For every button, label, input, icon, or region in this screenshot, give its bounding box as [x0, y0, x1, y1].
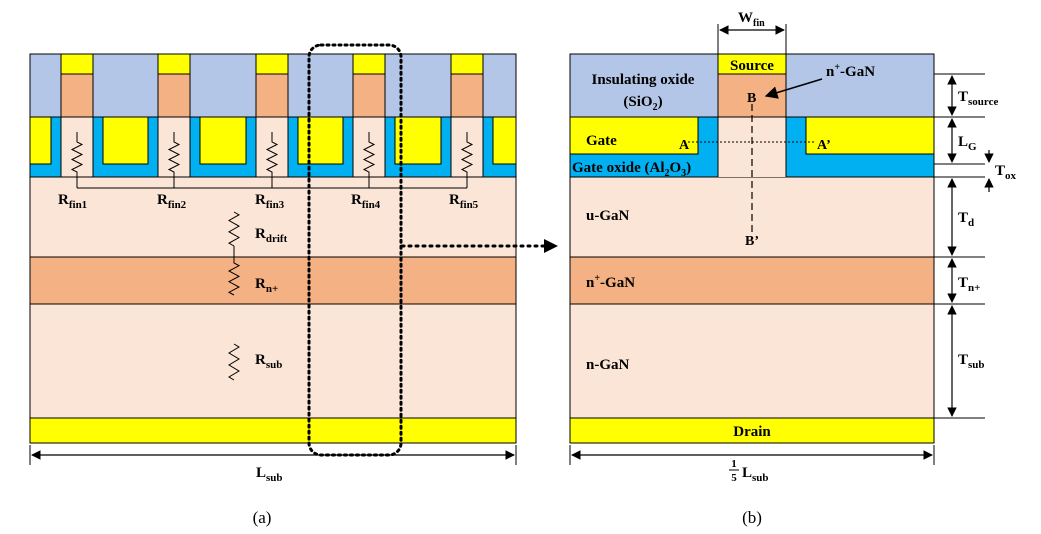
panel-a-oxide-block-1 — [29, 53, 62, 118]
panel-a-n-plus-gan-layer — [29, 256, 517, 305]
panel-a-drift-u-gan — [29, 176, 517, 258]
panel-a-fin-n-plus-2 — [157, 73, 191, 118]
panel-a-source-metal-4 — [352, 53, 386, 75]
fraction-denominator: 5 — [731, 472, 737, 484]
panel-a-gate-metal-5 — [394, 116, 442, 165]
panel-a-gate-metal-2 — [102, 116, 149, 165]
panel-b: Source Drain Gate Insulating oxide (SiO2… — [569, 10, 1017, 527]
fin-resistor-2 — [167, 132, 181, 188]
fin-resistor-4 — [362, 132, 376, 188]
panel-a-gate-metal-1 — [29, 116, 52, 165]
panel-a-layers — [29, 176, 517, 444]
point-a-label: A — [679, 138, 690, 153]
panel-b-gate-left — [569, 116, 699, 155]
quarter-l-sub-label: Lsub — [742, 465, 769, 484]
panel-a-fin-n-plus-5 — [450, 73, 484, 118]
panel-b-caption: (b) — [742, 508, 762, 527]
n-plus-resistor — [227, 246, 241, 296]
insulating-oxide-label-line2: (SiO2) — [623, 94, 662, 113]
r-n-plus-label: Rn+ — [255, 276, 278, 295]
drain-label: Drain — [733, 424, 771, 440]
panel-a-substrate-n-gan — [29, 303, 517, 419]
point-a-prime-label: A’ — [817, 138, 831, 153]
w-fin-label: Wfin — [738, 10, 765, 29]
n-plus-gan-callout-arrow — [764, 78, 823, 99]
panel-a-source-metal-1 — [60, 53, 94, 75]
panel-a-oxide-block-6 — [482, 53, 517, 118]
l-sub-label: Lsub — [256, 465, 283, 484]
panel-a-fin-n-plus-3 — [255, 73, 289, 118]
source-label: Source — [730, 58, 774, 74]
panel-a-source-metal-3 — [255, 53, 289, 75]
panel-b-drain-metal — [569, 417, 935, 444]
panel-a-source-metal-2 — [157, 53, 191, 75]
r-fin2-label: Rfin2 — [157, 192, 187, 211]
n-plus-gan-label: n+-GaN — [586, 273, 635, 291]
gate-oxide-label: Gate oxide (Al2O3) — [572, 160, 691, 179]
panel-a-oxide-block-5 — [384, 53, 452, 118]
panel-b-n-gan-substrate — [569, 303, 935, 419]
panel-b-oxide-left — [569, 53, 719, 118]
panel-a: Rfin1 Rfin2 Rfin3 Rfin4 Rfin5 Rdrift Rn+… — [29, 43, 558, 527]
zoom-arrowhead — [544, 239, 558, 253]
r-fin4-label: Rfin4 — [351, 192, 381, 211]
panel-b-oxide-right — [785, 53, 935, 118]
point-b-prime-label: B’ — [745, 234, 759, 249]
panel-b-thickness-dimensions — [934, 73, 994, 419]
point-b-label: B — [747, 91, 756, 106]
fin-resistor-3 — [265, 132, 279, 188]
panel-a-gate-metal-3 — [199, 116, 247, 165]
l-g-label: LG — [958, 134, 977, 153]
r-drift-label: Rdrift — [255, 226, 288, 245]
insulating-oxide-label-line1: Insulating oxide — [592, 72, 695, 88]
panel-b-n-plus-gan-layer — [569, 256, 935, 305]
r-fin5-label: Rfin5 — [449, 192, 479, 211]
r-fin1-label: Rfin1 — [58, 192, 87, 211]
t-d-label: Td — [958, 210, 974, 229]
fin-resistor-1 — [70, 132, 84, 188]
panel-b-gate-right — [805, 116, 935, 155]
r-sub-label: Rsub — [255, 352, 282, 371]
sub-resistor — [228, 343, 240, 381]
panel-a-oxide-block-2 — [92, 53, 159, 118]
fraction-numerator: 1 — [731, 458, 737, 470]
panel-a-fin-n-plus-4 — [352, 73, 386, 118]
n-plus-gan-callout-label: n+-GaN — [826, 62, 875, 80]
t-n-plus-label: Tn+ — [958, 275, 980, 294]
r-fin3-label: Rfin3 — [255, 192, 285, 211]
t-sub-label: Tsub — [958, 352, 985, 371]
drift-resistor — [227, 211, 241, 247]
panel-a-drain-metal — [29, 417, 517, 444]
panel-a-gate-metal-4 — [297, 116, 344, 165]
fin-resistor-5 — [460, 132, 474, 188]
panel-a-fin-array — [29, 53, 517, 178]
gate-label: Gate — [586, 133, 617, 149]
panel-a-oxide-block-4 — [287, 53, 354, 118]
panel-a-gate-metal-6 — [492, 116, 517, 165]
t-source-label: Tsource — [958, 89, 998, 108]
panel-a-oxide-block-3 — [189, 53, 257, 118]
panel-a-source-metal-5 — [450, 53, 484, 75]
panel-a-caption: (a) — [253, 508, 272, 527]
n-gan-label: n-GaN — [586, 357, 630, 373]
t-ox-label: Tox — [995, 163, 1017, 182]
panel-a-fin-n-plus-1 — [60, 73, 94, 118]
u-gan-label: u-GaN — [586, 208, 630, 224]
